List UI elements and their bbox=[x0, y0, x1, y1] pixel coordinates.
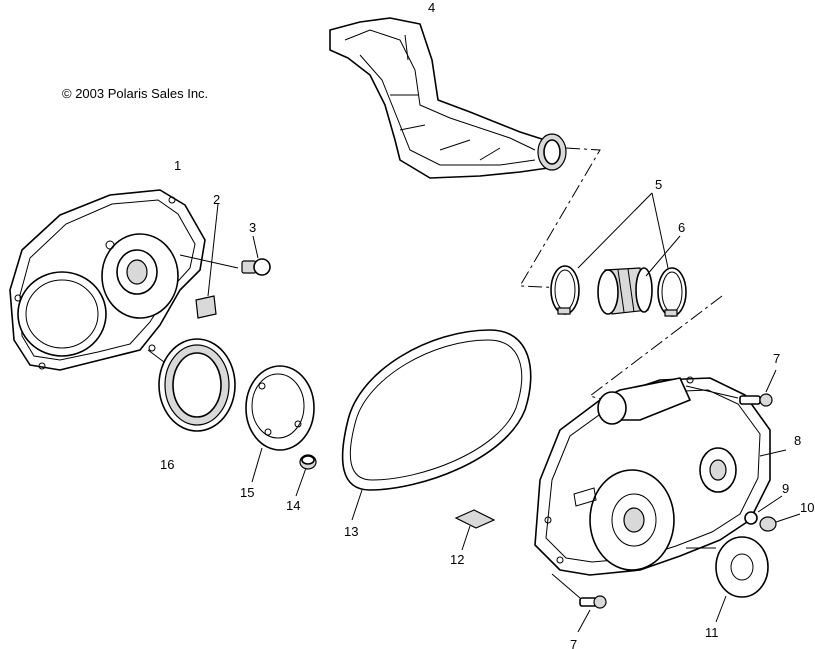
callout-7-top: 7 bbox=[773, 351, 780, 366]
gasket bbox=[686, 536, 769, 623]
decal-label-12 bbox=[454, 509, 496, 551]
inspection-cover bbox=[245, 365, 315, 483]
callout-2: 2 bbox=[213, 192, 220, 207]
hose-clamps bbox=[550, 192, 687, 317]
bolt-bottom bbox=[551, 573, 607, 633]
callout-13: 13 bbox=[344, 524, 358, 539]
callout-11: 11 bbox=[705, 625, 719, 640]
plug bbox=[179, 235, 271, 276]
callout-14: 14 bbox=[286, 498, 300, 513]
callout-1: 1 bbox=[174, 158, 181, 173]
drain-plug bbox=[759, 513, 801, 532]
callout-5: 5 bbox=[655, 177, 662, 192]
drive-belt bbox=[341, 329, 532, 521]
callout-9: 9 bbox=[782, 481, 789, 496]
callout-3: 3 bbox=[249, 220, 256, 235]
screw-14 bbox=[295, 454, 317, 497]
o-ring bbox=[744, 495, 783, 525]
callout-12: 12 bbox=[450, 552, 464, 567]
copyright-text: © 2003 Polaris Sales Inc. bbox=[62, 86, 208, 101]
callout-4: 4 bbox=[428, 0, 435, 15]
seal bbox=[147, 338, 236, 432]
callout-15: 15 bbox=[240, 485, 254, 500]
bolt-top bbox=[685, 369, 777, 407]
outer-clutch-cover bbox=[9, 189, 206, 371]
callout-10: 10 bbox=[800, 500, 814, 515]
callout-8: 8 bbox=[794, 433, 801, 448]
callout-numbers: 1 2 3 4 5 6 7 7 8 9 10 11 12 13 14 15 16 bbox=[160, 0, 814, 649]
intake-duct bbox=[329, 17, 567, 179]
callout-7-bottom: 7 bbox=[570, 637, 577, 649]
callout-16: 16 bbox=[160, 457, 174, 472]
rubber-boot bbox=[597, 235, 681, 315]
decal-label bbox=[195, 203, 219, 319]
callout-6: 6 bbox=[678, 220, 685, 235]
inner-clutch-cover bbox=[534, 376, 787, 576]
